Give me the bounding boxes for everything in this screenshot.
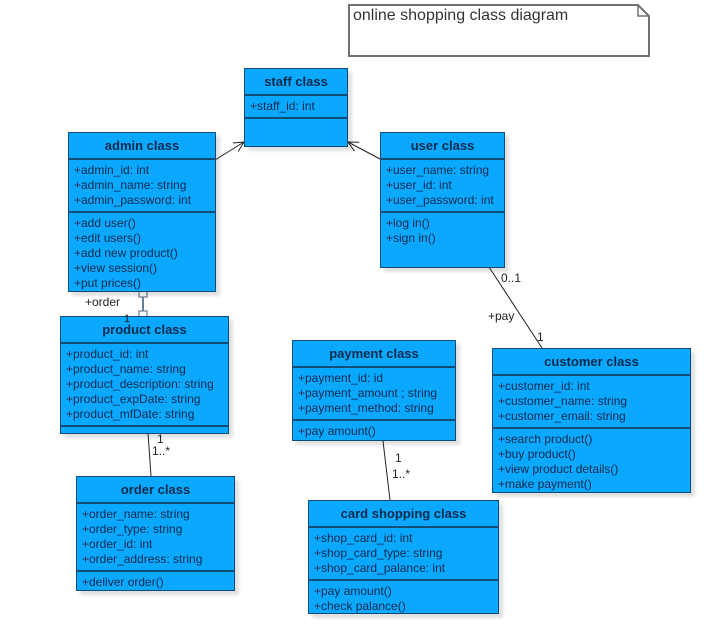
- class-title: staff class: [245, 69, 347, 96]
- attribute: +payment_amount ; string: [298, 386, 438, 400]
- multiplicity-label: 1..*: [152, 444, 171, 458]
- method: +put prices(): [74, 276, 142, 290]
- class-order[interactable]: order class +order_name: string +order_t…: [76, 476, 235, 591]
- association-product-order: [147, 432, 152, 477]
- attribute: +payment_id: id: [298, 371, 384, 385]
- class-payment[interactable]: payment class +payment_id: id +payment_a…: [292, 340, 456, 441]
- attribute: +product_expDate: string: [66, 392, 201, 406]
- role-label-order: +order: [85, 295, 121, 309]
- methods-section: [245, 119, 347, 125]
- generalization-admin-staff: [214, 142, 244, 161]
- diagram-title-note[interactable]: online shopping class diagram: [348, 4, 650, 57]
- class-title: card shopping class: [309, 501, 498, 528]
- method: +search product(): [498, 432, 593, 446]
- attribute: +admin_password: int: [74, 193, 192, 207]
- method: +pay amount(): [298, 424, 376, 438]
- class-title: admin class: [69, 133, 215, 160]
- multiplicity-label: 0..1: [501, 271, 522, 285]
- method: +view product details(): [498, 462, 619, 476]
- attribute: +payment_method: string: [298, 401, 434, 415]
- method: +make payment(): [498, 477, 592, 491]
- attributes-section: +admin_id: int +admin_name: string +admi…: [69, 160, 215, 213]
- method: +buy product(): [498, 447, 576, 461]
- multiplicity-label: 1: [157, 432, 164, 446]
- method: +edit users(): [74, 231, 142, 245]
- attribute: +customer_id: int: [498, 379, 590, 393]
- method: +deliver order(): [82, 575, 164, 589]
- multiplicity-label: 1: [395, 451, 402, 465]
- attributes-section: +product_id: int +product_name: string +…: [61, 344, 228, 427]
- method: +check palance(): [314, 599, 406, 613]
- methods-section: +log in() +sign in(): [381, 213, 504, 249]
- method: +view session(): [74, 261, 158, 275]
- method: +add new product(): [74, 246, 178, 260]
- class-staff[interactable]: staff class +staff_id: int: [244, 68, 348, 147]
- attributes-section: +staff_id: int: [245, 96, 347, 119]
- method: +log in(): [386, 216, 430, 230]
- class-admin[interactable]: admin class +admin_id: int +admin_name: …: [68, 132, 216, 292]
- methods-section: +pay amount(): [293, 421, 455, 442]
- method: +add user(): [74, 216, 136, 230]
- attribute: +order_id: int: [82, 537, 153, 551]
- attribute: +staff_id: int: [250, 99, 315, 113]
- multiplicity-label: 1: [124, 313, 131, 325]
- method: +sign in(): [386, 231, 436, 245]
- attribute: +product_mfDate: string: [66, 407, 195, 421]
- class-card-shopping[interactable]: card shopping class +shop_card_id: int +…: [308, 500, 499, 614]
- attribute: +user_id: int: [386, 178, 452, 192]
- role-label-pay: +pay: [488, 309, 515, 323]
- class-title: product class: [61, 317, 228, 344]
- class-product[interactable]: product class +product_id: int +product_…: [60, 316, 229, 434]
- class-customer[interactable]: customer class +customer_id: int +custom…: [492, 348, 691, 493]
- attribute: +shop_card_palance: int: [314, 561, 446, 575]
- attribute: +shop_card_type: string: [314, 546, 443, 560]
- note-text: online shopping class diagram: [353, 7, 569, 24]
- attributes-section: +user_name: string +user_id: int +user_p…: [381, 160, 504, 213]
- attribute: +order_name: string: [82, 507, 190, 521]
- class-title: payment class: [293, 341, 455, 368]
- association-payment-card: [382, 440, 391, 501]
- methods-section: +add user() +edit users() +add new produ…: [69, 213, 215, 294]
- attribute: +shop_card_id: int: [314, 531, 413, 545]
- attributes-section: +customer_id: int +customer_name: string…: [493, 376, 690, 429]
- attribute: +user_password: int: [386, 193, 494, 207]
- class-user[interactable]: user class +user_name: string +user_id: …: [380, 132, 505, 268]
- generalization-user-staff: [348, 142, 381, 160]
- attributes-section: +order_name: string +order_type: string …: [77, 504, 234, 572]
- class-title: order class: [77, 477, 234, 504]
- methods-section: +search product() +buy product() +view p…: [493, 429, 690, 495]
- class-title: customer class: [493, 349, 690, 376]
- attributes-section: +payment_id: id +payment_amount ; string…: [293, 368, 455, 421]
- methods-section: +deliver order(): [77, 572, 234, 593]
- note-shape: [348, 4, 650, 57]
- attribute: +product_id: int: [66, 347, 149, 361]
- attribute: +order_address: string: [82, 552, 203, 566]
- attributes-section: +shop_card_id: int +shop_card_type: stri…: [309, 528, 498, 581]
- attribute: +order_type: string: [82, 522, 183, 536]
- methods-section: +pay amount() +check palance(): [309, 581, 498, 617]
- attribute: +admin_id: int: [74, 163, 150, 177]
- association-user-customer: [488, 266, 543, 349]
- method: +pay amount(): [314, 584, 392, 598]
- attribute: +product_description: string: [66, 377, 214, 391]
- attribute: +customer_name: string: [498, 394, 628, 408]
- multiplicity-label: 1: [537, 330, 544, 344]
- class-title: user class: [381, 133, 504, 160]
- methods-section: [61, 427, 228, 433]
- multiplicity-label: 1..*: [392, 467, 411, 481]
- attribute: +admin_name: string: [74, 178, 187, 192]
- attribute: +product_name: string: [66, 362, 186, 376]
- attribute: +user_name: string: [386, 163, 490, 177]
- attribute: +customer_email: string: [498, 409, 626, 423]
